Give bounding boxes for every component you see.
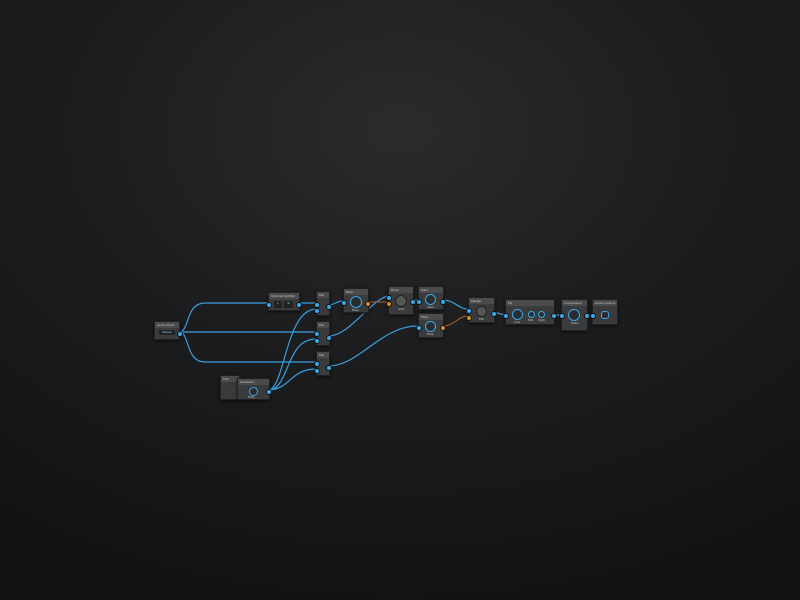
input-port[interactable] bbox=[416, 325, 422, 331]
node-title: Compressor bbox=[562, 300, 587, 306]
node-title: Channel Splitter bbox=[269, 293, 299, 299]
frequency-knob[interactable] bbox=[350, 296, 362, 308]
output-port[interactable] bbox=[326, 304, 332, 310]
node-audio-input[interactable]: Audio Input Stereo bbox=[154, 321, 183, 340]
frequency-knob[interactable] bbox=[425, 321, 436, 332]
output-port[interactable] bbox=[326, 335, 332, 341]
output-port[interactable] bbox=[296, 302, 302, 308]
knob-label: Amt bbox=[398, 307, 405, 311]
output-port[interactable] bbox=[584, 313, 590, 319]
cable bbox=[267, 368, 317, 391]
node-title: Mix bbox=[317, 292, 329, 298]
input-port[interactable] bbox=[590, 313, 596, 319]
input-port[interactable] bbox=[503, 313, 509, 319]
output-port[interactable] bbox=[410, 299, 416, 305]
node-eq[interactable]: EQ Low Mid High bbox=[503, 299, 557, 325]
mix-knob[interactable] bbox=[476, 306, 487, 317]
knob-label: Low bbox=[514, 320, 520, 324]
right-display: R bbox=[284, 301, 293, 308]
high-knob[interactable] bbox=[538, 311, 545, 318]
node-mix-3[interactable]: Mix bbox=[314, 351, 332, 376]
output-port[interactable] bbox=[365, 301, 371, 307]
speaker-icon bbox=[601, 311, 609, 319]
input-port[interactable] bbox=[466, 308, 472, 314]
mod-input-port[interactable] bbox=[466, 315, 472, 321]
node-title: Drive bbox=[389, 287, 413, 293]
node-gain[interactable]: Gain Gain bbox=[416, 286, 446, 310]
mod-cable bbox=[441, 315, 469, 327]
output-port[interactable] bbox=[440, 325, 446, 331]
node-lfo[interactable]: LFO bbox=[220, 375, 240, 400]
node-title: Oscillator bbox=[238, 379, 269, 385]
node-mix-1[interactable]: Mix bbox=[314, 291, 332, 316]
output-port[interactable] bbox=[326, 365, 332, 371]
node-channel-splitter[interactable]: Channel Splitter L R bbox=[266, 292, 302, 311]
left-display: L bbox=[274, 301, 282, 308]
node-title: Audio Input bbox=[155, 322, 179, 328]
input-port[interactable] bbox=[386, 295, 392, 301]
cable bbox=[327, 325, 419, 367]
gain-knob[interactable] bbox=[425, 294, 436, 305]
node-title: Mix bbox=[317, 322, 329, 328]
channel-display: Stereo bbox=[159, 330, 175, 335]
node-merger[interactable]: Merger Mix bbox=[466, 297, 497, 323]
ratio-knob[interactable] bbox=[568, 309, 580, 321]
input-port[interactable] bbox=[314, 368, 320, 374]
cable bbox=[267, 338, 317, 391]
input-port[interactable] bbox=[341, 300, 347, 306]
knob-label: Freq bbox=[352, 308, 359, 312]
input-port[interactable] bbox=[314, 361, 320, 367]
node-compressor[interactable]: Compressor Ratio bbox=[559, 299, 590, 331]
output-port[interactable] bbox=[177, 331, 183, 337]
node-title: Filter bbox=[344, 289, 368, 295]
knob-label: Mix bbox=[479, 317, 485, 321]
node-audio-output[interactable]: Audio Output bbox=[590, 299, 618, 325]
input-port[interactable] bbox=[416, 299, 422, 305]
node-title: Audio Output bbox=[593, 300, 617, 306]
node-title: Merger bbox=[469, 298, 494, 304]
input-port[interactable] bbox=[266, 302, 272, 308]
cable bbox=[327, 295, 389, 337]
input-port[interactable] bbox=[314, 331, 320, 337]
node-filter-2[interactable]: Filter Freq bbox=[416, 313, 446, 338]
knob-label: Ratio bbox=[571, 321, 579, 325]
node-title: LFO bbox=[221, 376, 239, 382]
output-port[interactable] bbox=[440, 299, 446, 305]
input-port[interactable] bbox=[314, 338, 320, 344]
node-title: Gain bbox=[419, 287, 443, 293]
output-port[interactable] bbox=[551, 313, 557, 319]
node-drive[interactable]: Drive Amt bbox=[386, 286, 416, 315]
node-title: Filter bbox=[419, 314, 443, 320]
node-mix-2[interactable]: Mix bbox=[314, 321, 332, 346]
output-port[interactable] bbox=[491, 311, 497, 317]
low-knob[interactable] bbox=[512, 309, 523, 320]
mid-knob[interactable] bbox=[528, 311, 535, 318]
mod-input-port[interactable] bbox=[386, 301, 392, 307]
drive-knob[interactable] bbox=[395, 295, 407, 307]
node-title: EQ bbox=[506, 300, 554, 306]
knob-label: Gain bbox=[427, 305, 434, 309]
knob-label: High bbox=[538, 318, 545, 322]
node-oscillator[interactable]: Oscillator Freq bbox=[237, 378, 272, 400]
cable bbox=[178, 331, 316, 363]
input-port[interactable] bbox=[559, 313, 565, 319]
input-port[interactable] bbox=[314, 302, 320, 308]
node-title: Mix bbox=[317, 352, 329, 358]
cable bbox=[178, 302, 268, 333]
input-port[interactable] bbox=[314, 308, 320, 314]
knob-label: Freq bbox=[427, 332, 434, 336]
cable bbox=[267, 308, 317, 391]
node-filter-1[interactable]: Filter Freq bbox=[341, 288, 371, 313]
knob-label: Mid bbox=[528, 318, 534, 322]
frequency-knob[interactable] bbox=[249, 387, 258, 396]
knob-label: Freq bbox=[248, 395, 255, 399]
output-port[interactable] bbox=[266, 389, 272, 395]
